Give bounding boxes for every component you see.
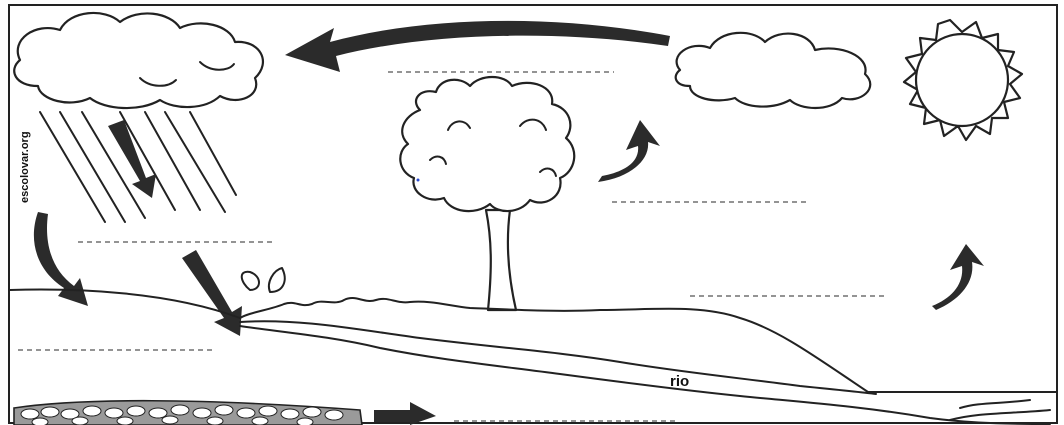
ink-dot	[417, 179, 420, 182]
evaporation-arrow-icon	[932, 244, 984, 310]
groundwater-layer-icon	[14, 401, 362, 425]
groundwater-flow-arrow-icon	[374, 402, 436, 425]
watermark-text: escolovar.org	[19, 131, 31, 203]
evaporation-cloud-icon	[676, 33, 871, 108]
sun-icon	[904, 20, 1022, 140]
cloud-movement-arrow-icon	[285, 21, 670, 72]
tree-icon	[400, 77, 574, 310]
water-drops-icon	[242, 268, 285, 292]
rain-cloud-icon	[14, 13, 263, 108]
transpiration-arrow-icon	[598, 120, 660, 182]
infiltration-arrow-icon	[182, 250, 242, 336]
river-label: rio	[670, 373, 689, 390]
runoff-arrow-icon	[34, 212, 88, 306]
